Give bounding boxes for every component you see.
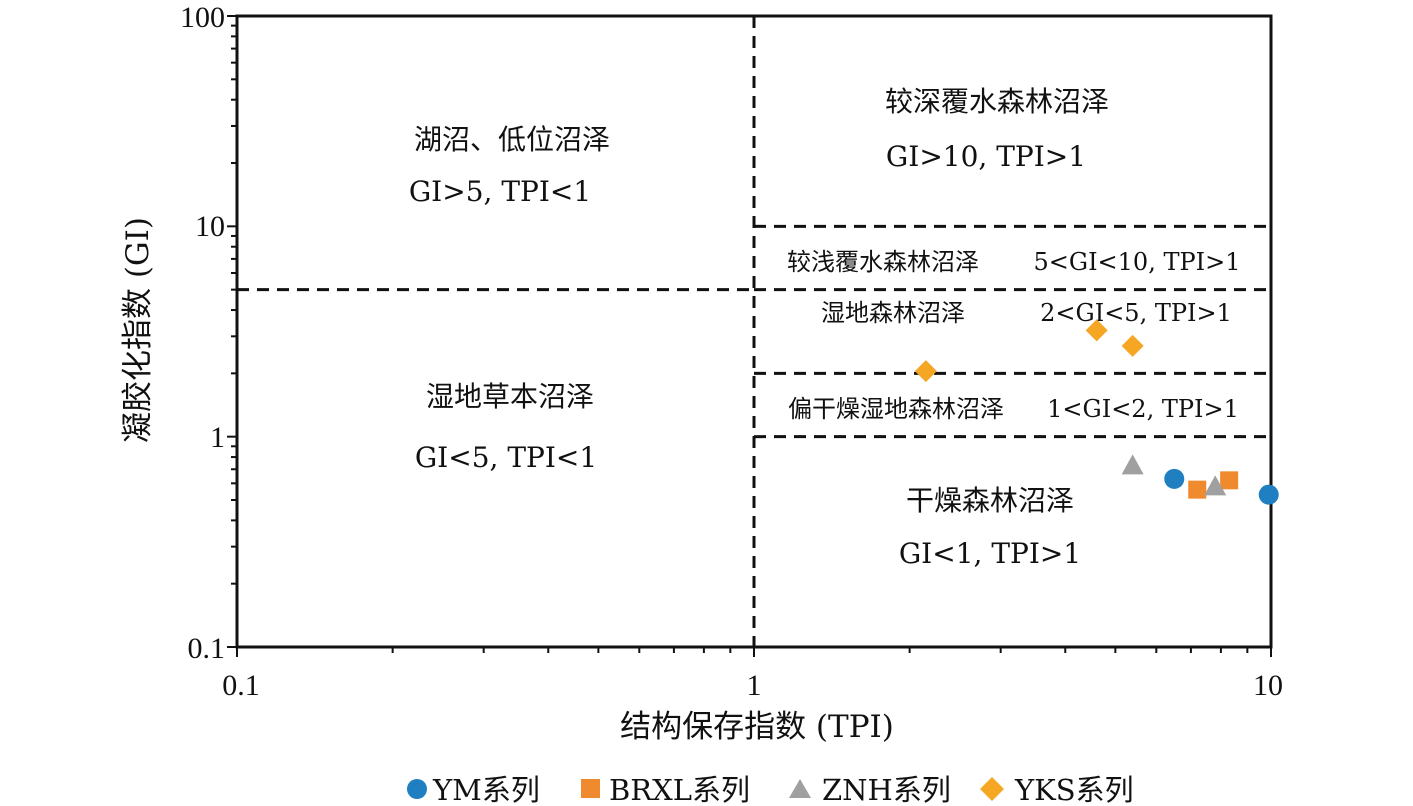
legend-label: ZNH系列 xyxy=(822,773,951,806)
region-dividers xyxy=(237,16,1271,647)
legend-label: BRXL系列 xyxy=(609,773,750,806)
axis-ticks xyxy=(227,15,1272,657)
plot-area xyxy=(235,14,1273,649)
legend-label: YKS系列 xyxy=(1014,773,1134,806)
data-points xyxy=(914,319,1279,505)
region-name: 湿地草本沼泽 xyxy=(426,380,594,413)
point-triangle xyxy=(1121,454,1144,475)
x-tick-label: 10 xyxy=(1253,669,1283,702)
legend-marker-diamond xyxy=(980,777,1004,801)
region-condition: 1<GI<2, TPI>1 xyxy=(1047,395,1239,423)
legend-marker-square xyxy=(581,779,600,798)
x-tick-label: 1 xyxy=(747,669,762,702)
region-condition: GI<1, TPI>1 xyxy=(899,537,1081,570)
region-condition: GI>10, TPI>1 xyxy=(886,140,1086,173)
x-tick-label: 0.1 xyxy=(222,669,260,702)
region-name: 湖沼、低位沼泽 xyxy=(414,123,610,156)
legend-label: YM系列 xyxy=(432,773,540,806)
region-name: 较浅覆水森林沼泽 xyxy=(787,248,979,276)
legend-marker-triangle xyxy=(789,779,811,798)
region-condition: 5<GI<10, TPI>1 xyxy=(1034,248,1241,276)
region-condition: GI<5, TPI<1 xyxy=(415,441,597,474)
y-tick-label: 100 xyxy=(180,1,225,34)
y-tick-label: 1 xyxy=(210,421,225,454)
point-circle xyxy=(1164,468,1185,489)
region-name: 较深覆水森林沼泽 xyxy=(885,85,1109,118)
legend: YM系列 BRXL系列 ZNH系列 YKS系列 xyxy=(407,773,1134,806)
y-tick-label: 0.1 xyxy=(188,632,226,665)
y-tick-label: 10 xyxy=(195,210,225,243)
point-square xyxy=(1220,471,1239,490)
point-diamond xyxy=(1085,319,1108,342)
point-diamond xyxy=(914,360,937,383)
point-diamond xyxy=(1121,334,1144,357)
region-condition: GI>5, TPI<1 xyxy=(409,175,591,208)
point-triangle xyxy=(1204,475,1227,496)
x-axis-title: 结构保存指数 (TPI) xyxy=(620,709,894,745)
y-axis-title: 凝胶化指数 (GI) xyxy=(120,217,156,443)
legend-marker-circle xyxy=(407,779,427,799)
region-condition: 2<GI<5, TPI>1 xyxy=(1040,299,1232,327)
region-name: 偏干燥湿地森林沼泽 xyxy=(788,395,1004,423)
point-square xyxy=(1188,480,1207,499)
region-name: 湿地森林沼泽 xyxy=(821,299,965,327)
region-name: 干燥森林沼泽 xyxy=(906,484,1074,517)
point-circle xyxy=(1258,484,1279,505)
